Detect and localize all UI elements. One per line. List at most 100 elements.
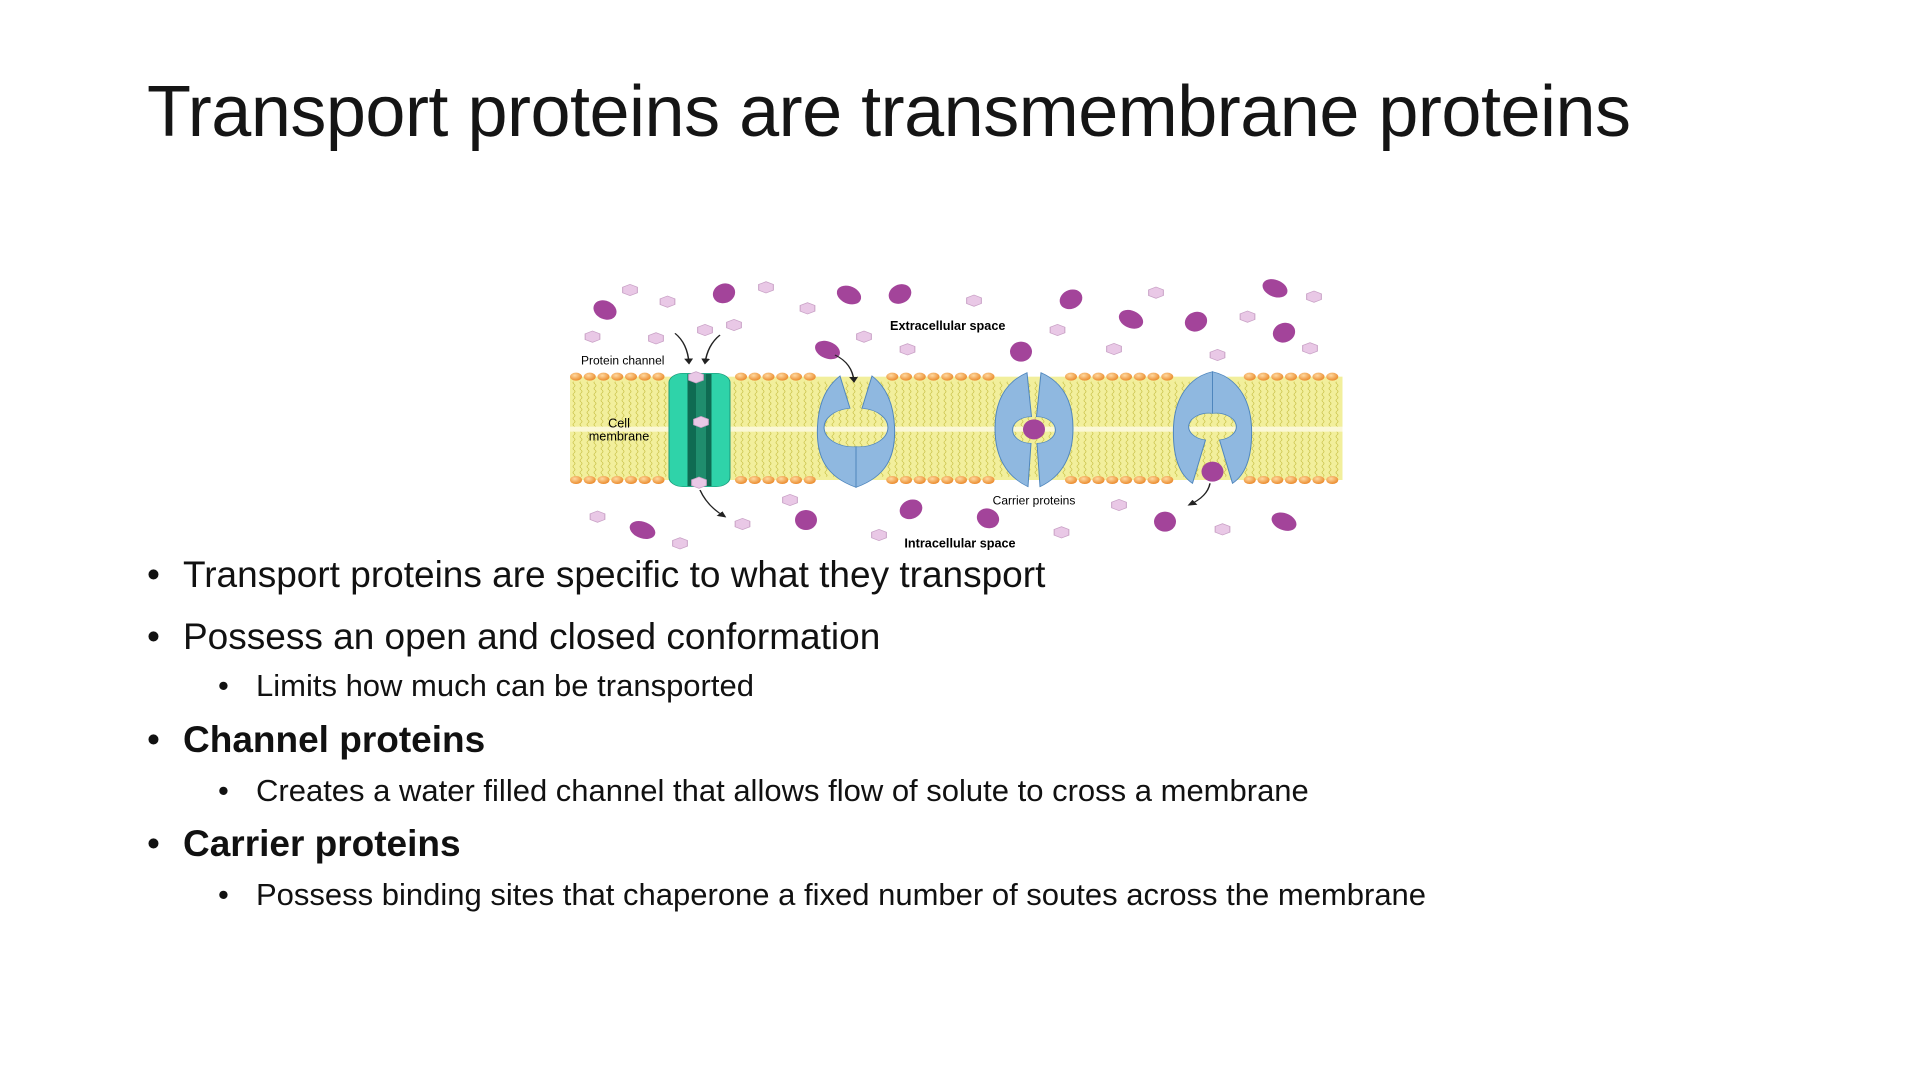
small-solute bbox=[726, 318, 742, 332]
small-solute bbox=[758, 281, 774, 294]
small-solute bbox=[1111, 498, 1127, 512]
small-solute bbox=[1049, 323, 1066, 337]
bullet-item: •Transport proteins are specific to what… bbox=[147, 554, 1045, 596]
lipid-head bbox=[927, 476, 940, 484]
large-solute bbox=[1272, 322, 1296, 343]
large-solute bbox=[1023, 419, 1045, 440]
lipid-head bbox=[1078, 372, 1091, 381]
lipid-head bbox=[1161, 476, 1174, 484]
large-solute bbox=[888, 284, 912, 304]
small-solute bbox=[691, 476, 707, 489]
small-solute bbox=[648, 332, 664, 345]
large-solute bbox=[1154, 511, 1176, 532]
lipid-head bbox=[748, 476, 761, 484]
large-solute bbox=[836, 285, 862, 305]
carrier-half-left bbox=[1172, 371, 1213, 485]
small-solute bbox=[899, 343, 916, 356]
membrane-transport-diagram: Extracellular space Protein channel Cell… bbox=[570, 279, 1343, 550]
small-solute bbox=[1214, 523, 1231, 536]
large-solute bbox=[815, 340, 840, 360]
lipid-head bbox=[1312, 476, 1325, 484]
lipid-head bbox=[941, 372, 954, 381]
lipid-head bbox=[762, 476, 775, 484]
lipid-head bbox=[1147, 372, 1160, 381]
small-solute bbox=[672, 537, 688, 550]
lipid-head bbox=[968, 476, 981, 484]
lipid-head bbox=[1120, 372, 1132, 381]
large-solute bbox=[1201, 461, 1224, 482]
bullet-text: Transport proteins are specific to what … bbox=[183, 554, 1046, 595]
large-solute bbox=[593, 300, 617, 320]
lipid-head bbox=[1106, 372, 1119, 381]
bullet-text: Possess an open and closed conformation bbox=[183, 616, 881, 657]
large-solute bbox=[1271, 512, 1297, 531]
lipid-head bbox=[570, 372, 582, 381]
lipid-head bbox=[982, 372, 995, 381]
small-solute bbox=[871, 528, 887, 542]
carrier-half-left bbox=[994, 372, 1033, 488]
small-solute bbox=[1148, 286, 1164, 299]
bullet-text: Channel proteins bbox=[183, 719, 486, 760]
lipid-head bbox=[611, 372, 624, 381]
lipid-head bbox=[735, 476, 747, 484]
lipid-head bbox=[1298, 372, 1311, 381]
large-solute bbox=[1262, 279, 1288, 298]
label-cell-membrane-1: Cell bbox=[608, 416, 630, 430]
lipid-head bbox=[597, 476, 610, 484]
small-solute bbox=[659, 295, 676, 308]
large-solute bbox=[795, 510, 817, 530]
carrier-protein bbox=[1172, 371, 1253, 485]
lipid-head bbox=[1120, 476, 1132, 484]
lipid-head bbox=[955, 476, 967, 484]
lipid-head bbox=[1285, 476, 1297, 484]
bullet-dot: • bbox=[147, 719, 160, 760]
lipid-head bbox=[611, 476, 624, 484]
lipid-head bbox=[927, 372, 940, 381]
lipid-head bbox=[913, 372, 926, 381]
lipid-head bbox=[790, 476, 802, 484]
sub-bullet-text: Possess binding sites that chaperone a f… bbox=[256, 877, 1427, 912]
bullet-item: • Possess an open and closed conformation bbox=[147, 616, 880, 658]
small-solute bbox=[622, 283, 638, 297]
slide-title: Transport proteins are transmembrane pro… bbox=[147, 72, 1631, 152]
lipid-head bbox=[1326, 372, 1339, 381]
lipid-head bbox=[1065, 372, 1077, 381]
large-solute bbox=[1059, 289, 1083, 310]
lipid-head bbox=[900, 372, 912, 381]
small-solute bbox=[1306, 290, 1322, 303]
lipid-head bbox=[1271, 476, 1284, 484]
lipid-head bbox=[638, 372, 651, 381]
lipid-head bbox=[625, 372, 637, 381]
lipid-head bbox=[625, 476, 637, 484]
small-solute bbox=[856, 330, 872, 343]
label-cell-membrane-2: membrane bbox=[589, 430, 650, 444]
large-solute bbox=[899, 499, 923, 520]
sub-bullet-item: •Creates a water filled channel that all… bbox=[218, 773, 1309, 809]
bullet-dot: • bbox=[147, 616, 160, 657]
sub-bullet-item: •Limits how much can be transported bbox=[218, 668, 754, 704]
small-solute bbox=[1106, 342, 1122, 356]
small-solute bbox=[688, 371, 704, 384]
lipid-head bbox=[1243, 372, 1256, 381]
lipid-head bbox=[1285, 372, 1297, 381]
lipid-head bbox=[1106, 476, 1119, 484]
bullet-text: Carrier proteins bbox=[183, 823, 461, 864]
large-solute bbox=[712, 283, 736, 304]
small-solute bbox=[734, 517, 751, 531]
lipid-head bbox=[955, 372, 967, 381]
small-solute bbox=[966, 294, 982, 307]
lipid-head bbox=[1133, 372, 1146, 381]
small-solute bbox=[1302, 342, 1318, 355]
label-protein-channel: Protein channel bbox=[581, 353, 664, 367]
small-solute bbox=[693, 415, 709, 429]
lipid-head bbox=[638, 476, 651, 484]
carrier-half-right bbox=[1035, 372, 1074, 488]
lipid-head bbox=[1092, 476, 1105, 484]
large-solute bbox=[1184, 311, 1208, 332]
large-solute bbox=[1118, 309, 1144, 329]
lipid-head bbox=[900, 476, 912, 484]
lipid-head bbox=[1312, 372, 1325, 381]
lipid-head bbox=[1078, 476, 1091, 484]
sub-bullet-text: Creates a water filled channel that allo… bbox=[256, 773, 1309, 808]
lipid-head bbox=[1243, 476, 1256, 484]
